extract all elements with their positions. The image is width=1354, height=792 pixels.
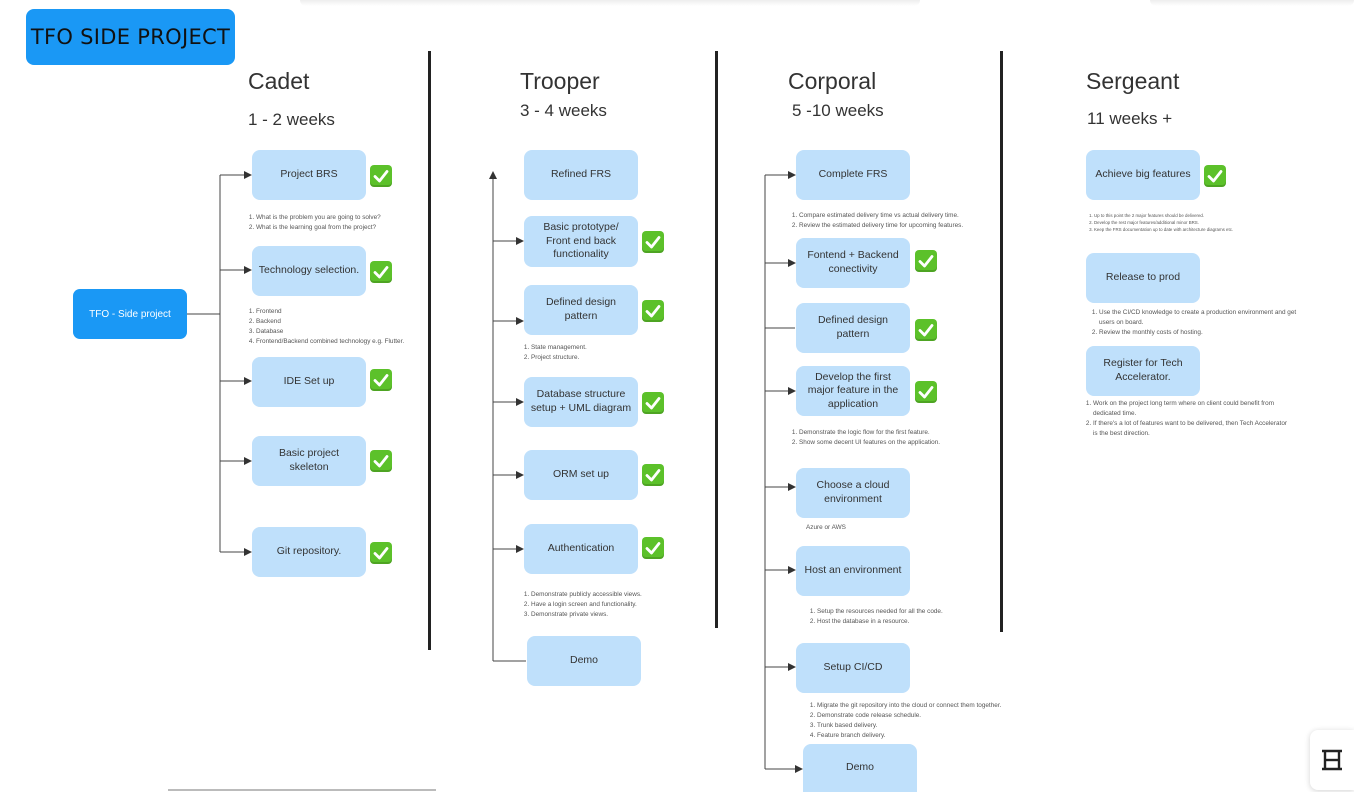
- notes-technology-selection: FrontendBackendDatabaseFrontend/Backend …: [246, 307, 404, 347]
- column-duration-trooper: 3 - 4 weeks: [520, 101, 607, 120]
- node-technology-selection[interactable]: Technology selection.: [252, 246, 366, 296]
- node-git-repository[interactable]: Git repository.: [252, 527, 366, 577]
- node-corporal-design-pattern[interactable]: Defined design pattern: [796, 303, 910, 353]
- notes-achieve-big-features: Up to this point the 2 major features sh…: [1084, 212, 1233, 233]
- check-mark-icon: [642, 537, 664, 559]
- node-orm-setup[interactable]: ORM set up: [524, 450, 638, 500]
- notes-register-tech-accelerator: Work on the project long term where on c…: [1083, 399, 1293, 439]
- node-frontend-backend-connectivity[interactable]: Fontend + Backend conectivity: [796, 238, 910, 288]
- node-basic-prototype[interactable]: Basic prototype/ Front end back function…: [524, 216, 638, 267]
- notes-complete-frs: Compare estimated delivery time vs actua…: [789, 211, 963, 231]
- node-ide-setup[interactable]: IDE Set up: [252, 357, 366, 407]
- node-release-to-prod[interactable]: Release to prod: [1086, 253, 1200, 303]
- check-mark-icon: [370, 261, 392, 283]
- column-duration-sergeant: 11 weeks +: [1087, 109, 1173, 128]
- node-achieve-big-features[interactable]: Achieve big features: [1086, 150, 1200, 200]
- note-cloud-provider: Azure or AWS: [806, 524, 846, 531]
- check-mark-icon: [642, 392, 664, 414]
- column-title-corporal: Corporal: [788, 68, 877, 94]
- node-setup-cicd[interactable]: Setup CI/CD: [796, 643, 910, 693]
- column-duration-cadet: 1 - 2 weeks: [248, 110, 335, 129]
- notes-design-pattern: State management.Project structure.: [521, 343, 587, 363]
- notes-setup-cicd: Migrate the git repository into the clou…: [807, 701, 1001, 741]
- root-node[interactable]: TFO - Side project: [73, 289, 187, 339]
- top-shadow-right: [1150, 0, 1354, 6]
- table-tool-glyph: [1322, 749, 1342, 771]
- check-mark-icon: [1204, 165, 1226, 187]
- notes-first-major-feature: Demonstrate the logic flow for the first…: [789, 428, 940, 448]
- node-authentication[interactable]: Authentication: [524, 524, 638, 574]
- notes-project-brs: What is the problem you are going to sol…: [246, 213, 381, 233]
- node-corporal-demo[interactable]: Demo: [803, 744, 917, 792]
- node-refined-frs[interactable]: Refined FRS: [524, 150, 638, 200]
- check-mark-icon: [642, 464, 664, 486]
- node-basic-project-skeleton[interactable]: Basic project skeleton: [252, 436, 366, 486]
- project-title-badge: TFO SIDE PROJECT: [26, 9, 235, 65]
- check-mark-icon: [370, 369, 392, 391]
- notes-authentication: Demonstrate publicly accessible views.Ha…: [521, 590, 642, 620]
- node-choose-cloud[interactable]: Choose a cloud environment: [796, 468, 910, 518]
- column-title-trooper: Trooper: [520, 68, 600, 94]
- column-title-sergeant: Sergeant: [1086, 68, 1180, 94]
- table-tool-icon[interactable]: [1310, 730, 1354, 790]
- check-mark-icon: [915, 319, 937, 341]
- node-trooper-demo[interactable]: Demo: [527, 636, 641, 686]
- check-mark-icon: [370, 165, 392, 187]
- column-divider: [1000, 51, 1003, 632]
- check-mark-icon: [370, 542, 392, 564]
- column-divider: [715, 51, 718, 628]
- check-mark-icon: [915, 381, 937, 403]
- check-mark-icon: [642, 300, 664, 322]
- check-mark-icon: [642, 231, 664, 253]
- node-host-environment[interactable]: Host an environment: [796, 546, 910, 596]
- node-register-tech-accelerator[interactable]: Register for Tech Accelerator.: [1086, 346, 1200, 396]
- node-defined-design-pattern[interactable]: Defined design pattern: [524, 285, 638, 335]
- column-divider: [428, 51, 431, 650]
- node-complete-frs[interactable]: Complete FRS: [796, 150, 910, 200]
- check-mark-icon: [915, 250, 937, 272]
- check-mark-icon: [370, 450, 392, 472]
- column-title-cadet: Cadet: [248, 68, 310, 94]
- notes-release-to-prod: Use the CI/CD knowledge to create a prod…: [1089, 308, 1309, 338]
- node-database-structure[interactable]: Database structure setup + UML diagram: [524, 377, 638, 427]
- top-shadow-left: [300, 0, 920, 6]
- node-project-brs[interactable]: Project BRS: [252, 150, 366, 200]
- node-first-major-feature[interactable]: Develop the first major feature in the a…: [796, 366, 910, 416]
- notes-host-environment: Setup the resources needed for all the c…: [807, 607, 943, 627]
- column-duration-corporal: 5 -10 weeks: [792, 101, 884, 120]
